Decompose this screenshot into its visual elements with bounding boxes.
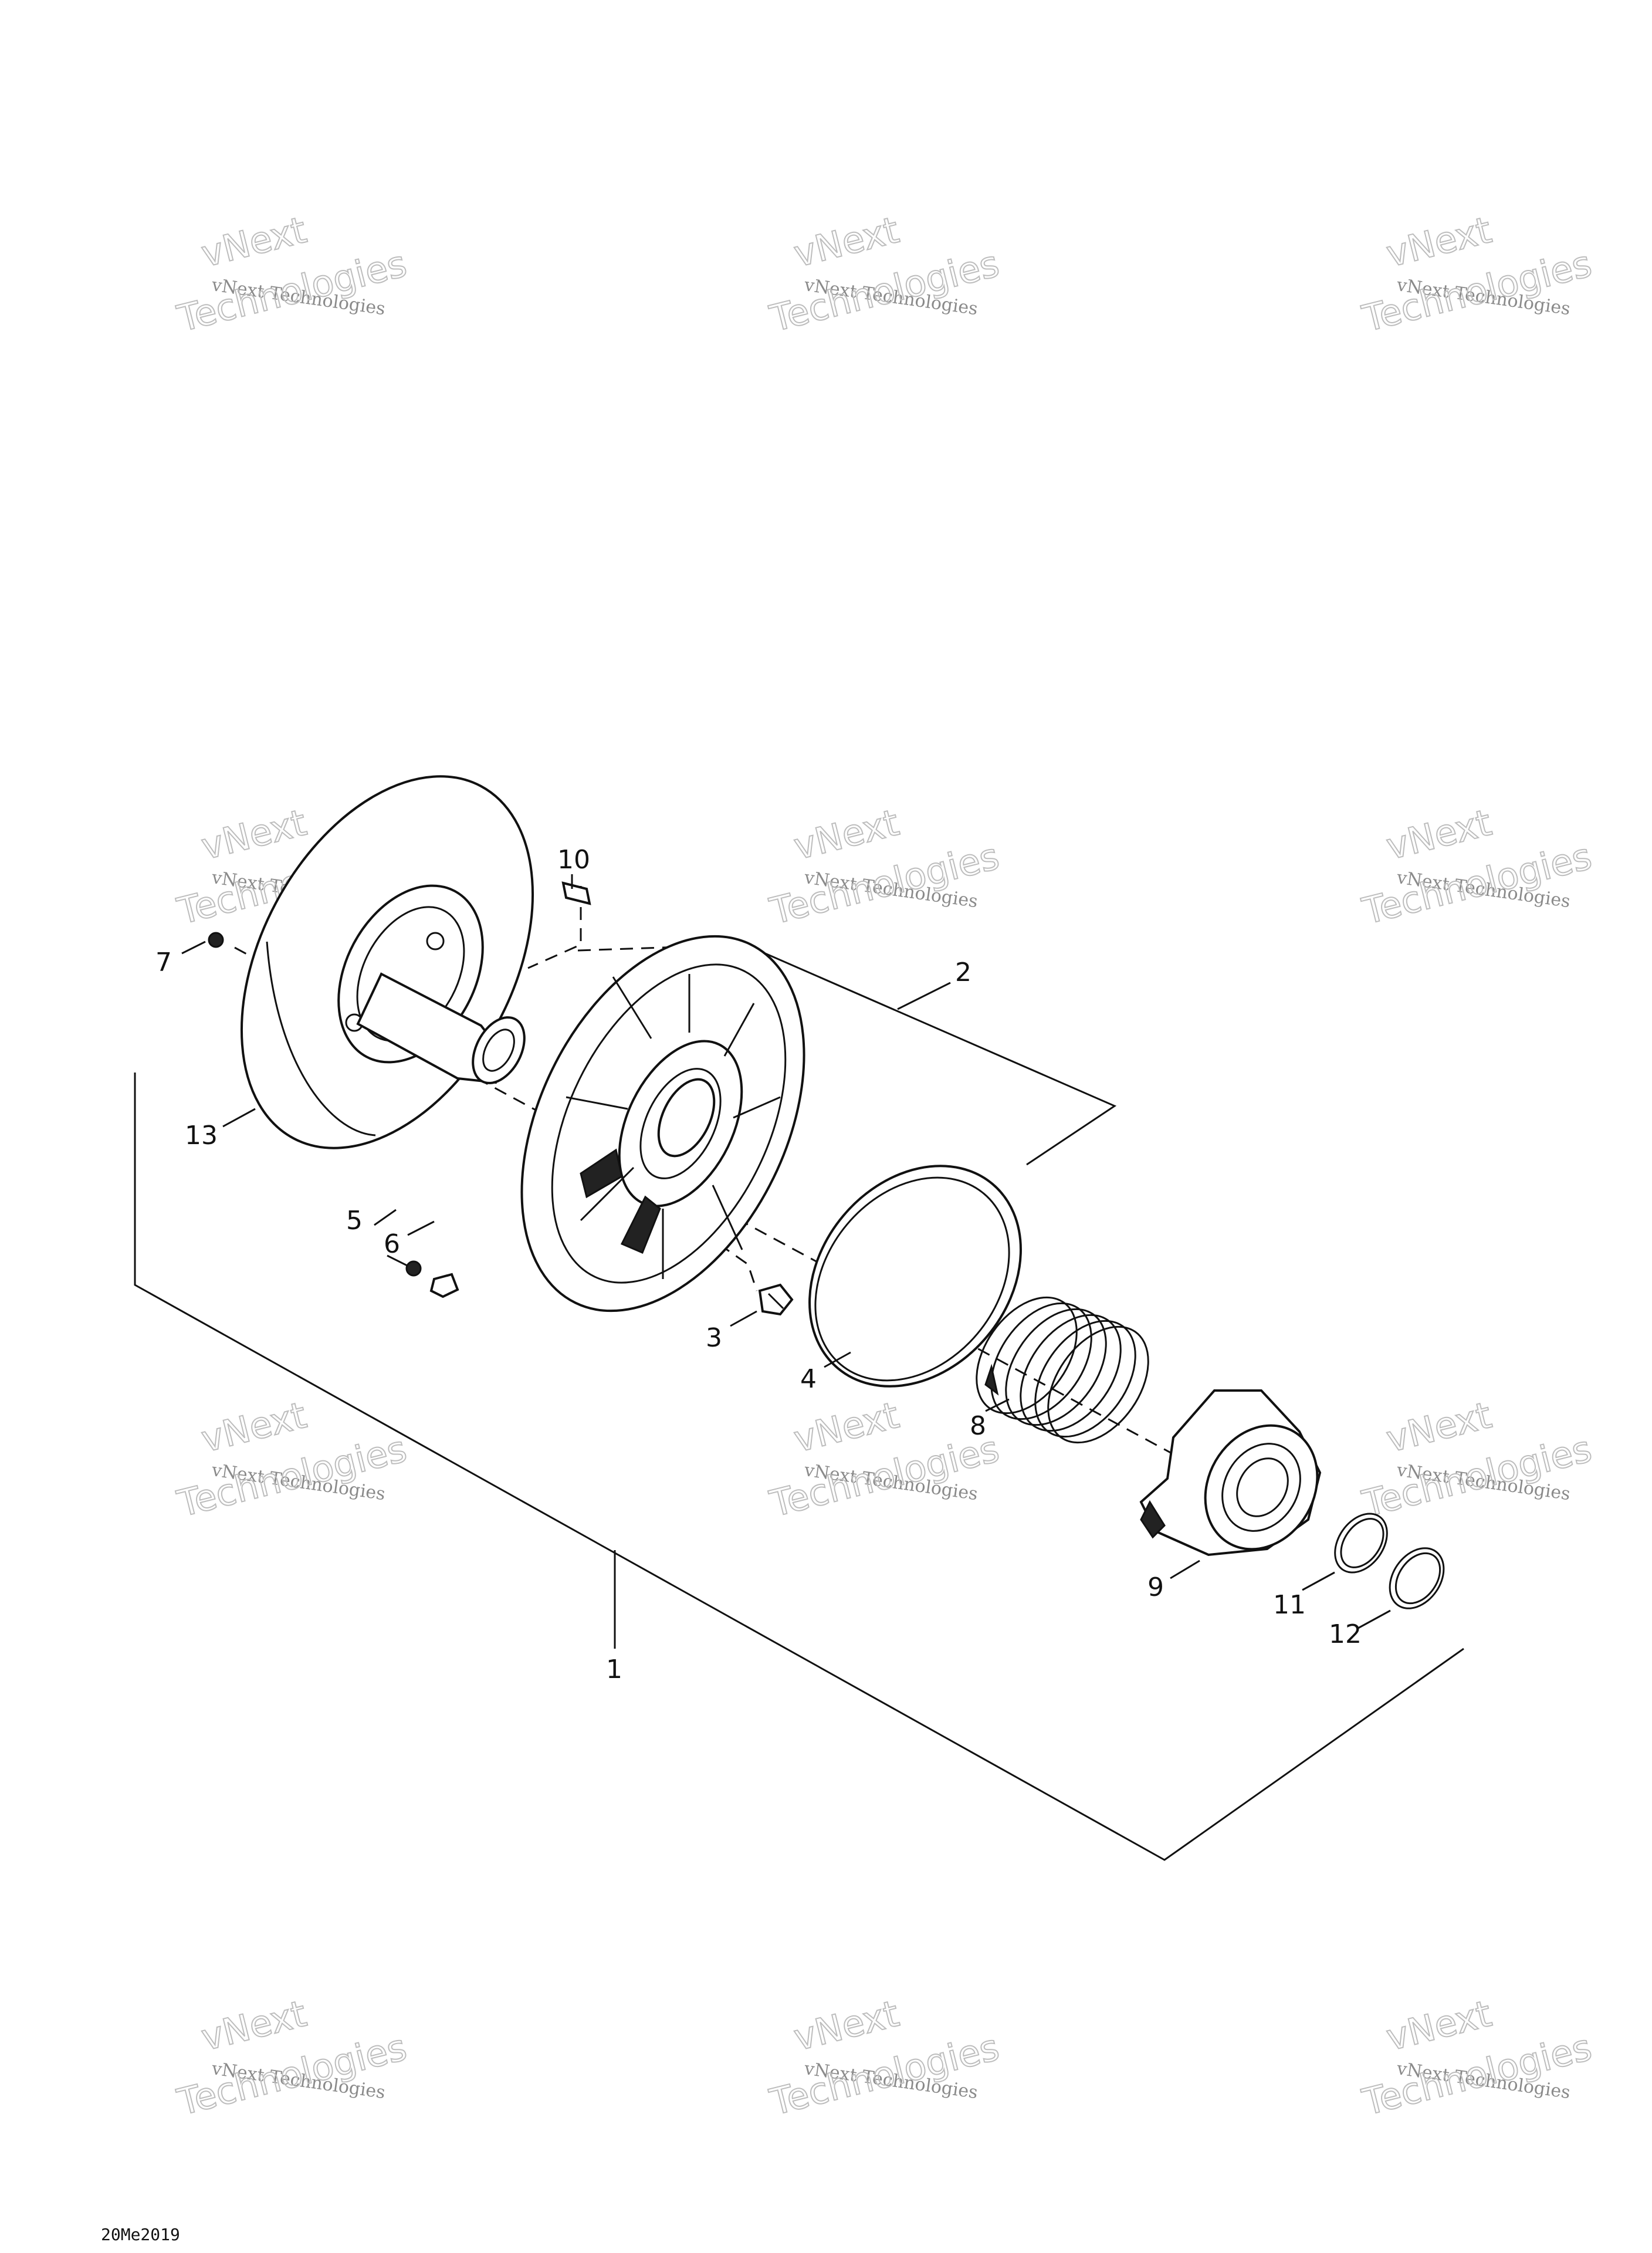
callout-10: 10 [557,845,590,875]
watermark-brand: vNext [790,1393,903,1461]
watermark-brand: vNext [197,208,310,276]
callout-2: 2 [955,958,971,987]
cam [1139,1389,1322,1557]
watermark-bottom-left: vNext vNext Technologies Technologies [172,1991,411,2125]
callout-leaders [181,874,1391,1629]
assembly-bracket [134,1073,1464,1861]
slider-shoe [758,1283,794,1316]
spring [976,1296,1149,1444]
watermark-brand: vNext [1382,801,1495,868]
watermark-brand: vNext [1382,1992,1495,2059]
callout-9: 9 [1147,1572,1164,1602]
callout-13: 13 [185,1121,218,1151]
watermark-brand: vNext [790,1992,903,2059]
watermark-brand: vNext [790,208,903,276]
watermark-brand: vNext [197,1992,310,2059]
nut-7 [208,932,224,948]
circlip-12 [1389,1547,1445,1609]
nut-6 [429,1273,459,1298]
reference-code: 20Me2019 [101,2225,180,2244]
ring-seal [808,1165,1022,1388]
callout-7: 7 [155,948,172,977]
callout-8: 8 [970,1411,986,1441]
watermark-low-right: vNext vNext Technologies Technologies [1358,1393,1596,1526]
watermark-mid-right: vNext vNext Technologies Technologies [1358,800,1596,933]
callout-12: 12 [1329,1619,1362,1649]
callout-4: 4 [800,1364,817,1394]
watermark-bottom-center: vNext vNext Technologies Technologies [765,1991,1004,2125]
ring-11 [1334,1513,1388,1574]
watermark-brand: vNext [1382,1393,1495,1461]
callout-11: 11 [1273,1590,1306,1620]
watermark-brand: vNext [197,801,310,868]
sliding-sheave [520,935,805,1312]
watermark-brand: vNext [1382,208,1495,276]
screw-5 [387,1254,422,1277]
callout-3: 3 [706,1323,722,1353]
sliding-sheave-bracket [744,943,1117,1166]
callout-labels: 1 2 3 4 5 6 7 8 9 10 11 12 13 [155,845,1362,1684]
watermark-low-center: vNext vNext Technologies Technologies [765,1393,1004,1526]
watermark-brand: vNext [197,1393,310,1461]
watermark-top-left: vNext vNext Technologies Technologies [172,208,411,341]
key-10 [561,881,591,905]
watermark-mid-center: vNext vNext Technologies Technologies [765,800,1004,933]
watermark-bottom-right: vNext vNext Technologies Technologies [1358,1991,1596,2125]
callout-1: 1 [606,1655,622,1684]
watermark-brand: vNext [790,801,903,868]
watermark-low-left: vNext vNext Technologies Technologies [172,1393,411,1526]
callout-5: 5 [346,1206,363,1236]
watermark-top-center: vNext vNext Technologies Technologies [765,208,1004,341]
callout-6: 6 [384,1229,400,1259]
fixed-sheave [240,775,534,1149]
watermark-top-right: vNext vNext Technologies Technologies [1358,208,1596,341]
